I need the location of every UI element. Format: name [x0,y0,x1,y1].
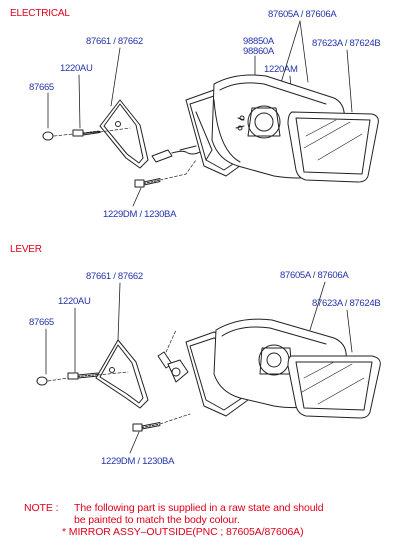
bolt-1229dm-lever [132,422,161,432]
label-screw-lever: 1220AU [58,296,91,307]
label-cover-electrical: 87661 / 87662 [86,36,143,47]
leader-lines-lever [45,281,353,454]
cover-87661-electrical [99,99,149,169]
lever-assembly [36,281,381,454]
label-screw-electrical: 1220AU [60,63,93,74]
section-title-electrical: ELECTRICAL [10,8,70,19]
bolt-1229dm-electrical [134,178,161,188]
mirror-glass-lever [287,355,381,419]
mirror-glass-electrical [287,111,379,183]
label-mirror-assy-lever: 87605A / 87606A [280,270,349,281]
label-bolt-mirror-electrical: 1220AM [264,64,298,75]
harness-connector-electrical [151,145,201,163]
assembly-dashes-electrical [53,127,197,181]
label-cap-lever: 87665 [29,317,54,328]
assembly-dashes-lever [47,329,191,425]
electrical-assembly [42,20,379,207]
note-line-3: * MIRROR ASSY–OUTSIDE(PNC ; 87605A/87606… [62,526,304,538]
label-cover-lever: 87661 / 87662 [86,271,143,282]
label-bolt-bottom-electrical: 1229DM / 1230BA [103,209,177,220]
motor-98850a-electrical [235,105,281,139]
cap-87665-lever [36,376,48,386]
screw-1220au-lever [67,372,99,380]
cap-87665-electrical [42,131,54,141]
section-title-lever: LEVER [10,244,42,255]
cover-87661-lever [95,339,149,409]
label-glass-lever: 87623A / 87624B [312,298,381,309]
note-line-2: be painted to match the body colour. [74,514,240,526]
pivot-mechanism-lever [258,344,293,376]
note-prefix: NOTE : [24,502,59,514]
label-motor2-electrical: 98860A [243,46,274,57]
label-motor-electrical: 98850A [243,36,274,47]
label-mirror-assy-electrical: 87605A / 87606A [268,9,337,20]
label-cap-electrical: 87665 [29,82,54,93]
label-bolt-bottom-lever: 1229DM / 1230BA [101,456,175,467]
screw-1220au-electrical [72,129,101,137]
label-glass-electrical: 87623A / 87624B [312,38,381,49]
lever-knob [157,351,189,383]
note-line-1: The following part is supplied in a raw … [74,502,324,514]
